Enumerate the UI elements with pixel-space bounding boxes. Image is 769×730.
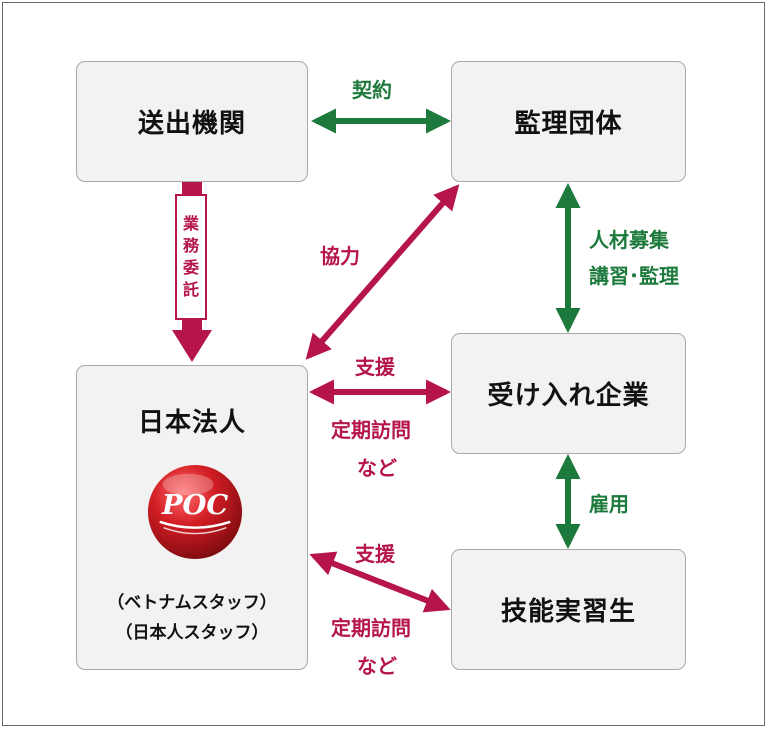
cooperation-arrow: [305, 184, 460, 360]
support-top-label: 支援: [355, 355, 395, 379]
recruit-label-line2: 講習･監理: [589, 264, 679, 288]
japan-corporation-box: 日本法人 POC （ベトナムスタッフ） （日本人スタッフ）: [76, 365, 308, 670]
contract-label: 契約: [352, 78, 392, 102]
vietnam-staff-label: （ベトナムスタッフ）: [107, 593, 277, 613]
poc-logo: POC: [147, 464, 243, 560]
support-bottom-label: 支援: [355, 542, 395, 566]
poc-logo-text: POC: [161, 489, 229, 521]
entrust-char-3: 委: [182, 258, 199, 277]
supervising-organization-label: 監理団体: [514, 109, 623, 139]
japan-corporation-label: 日本法人: [137, 408, 246, 438]
supervising-organization-box: 監理団体: [451, 61, 686, 182]
visit-top-label-line1: 定期訪問: [331, 418, 411, 442]
sending-organization-label: 送出機関: [137, 109, 246, 139]
entrust-arrow-head: [172, 330, 212, 362]
entrust-char-4: 託: [182, 280, 199, 299]
recruit-label-line1: 人材募集: [589, 228, 669, 252]
entrust-arrow-stem-top: [182, 182, 202, 196]
employment-label: 雇用: [589, 492, 629, 516]
technical-trainee-label: 技能実習生: [500, 597, 636, 627]
entrust-char-2: 務: [182, 236, 199, 255]
accepting-company-box: 受け入れ企業: [451, 333, 686, 454]
visit-bottom-label-line1: 定期訪問: [331, 616, 411, 640]
visit-bottom-label-line2: など: [357, 654, 397, 678]
visit-top-label-line2: など: [357, 456, 397, 480]
technical-trainee-box: 技能実習生: [451, 549, 686, 670]
sending-organization-box: 送出機関: [76, 61, 308, 182]
accepting-company-label: 受け入れ企業: [487, 381, 650, 411]
support-bottom-arrow: [309, 551, 451, 613]
entrust-label-box: 業 務 委 託: [175, 194, 207, 320]
entrust-char-1: 業: [182, 214, 199, 233]
entrust-arrow-stem-bottom: [182, 318, 202, 332]
cooperation-label: 協力: [320, 244, 360, 268]
japan-staff-label: （日本人スタッフ）: [115, 623, 269, 643]
